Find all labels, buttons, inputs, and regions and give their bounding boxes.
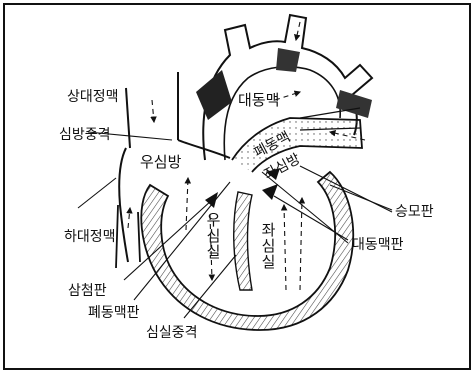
label-right-atrium: 우심방 (140, 155, 181, 170)
vessel-shadow-1 (196, 70, 232, 120)
label-inferior-vena-cava: 하대정맥 (64, 230, 116, 244)
label-left-ventricle: 좌심실 (260, 222, 275, 270)
label-aortic-valve: 대동맥판 (352, 238, 404, 252)
vessel-shadow-2 (276, 48, 300, 72)
label-interatrial-septum: 심방중격 (59, 128, 111, 142)
label-right-ventricle: 우심실 (205, 212, 220, 260)
mitral-leaflet (262, 184, 278, 200)
label-superior-vena-cava: 상대정맥 (67, 90, 119, 104)
label-pulmonary-valve: 폐동맥판 (88, 306, 140, 320)
label-tricuspid-valve: 삼첨판 (68, 284, 107, 298)
label-aorta: 대동맥 (238, 93, 279, 108)
interventricular-septum-wall (234, 192, 252, 290)
label-mitral-valve: 승모판 (395, 205, 434, 219)
label-interventricular-septum: 심실중격 (146, 326, 198, 340)
